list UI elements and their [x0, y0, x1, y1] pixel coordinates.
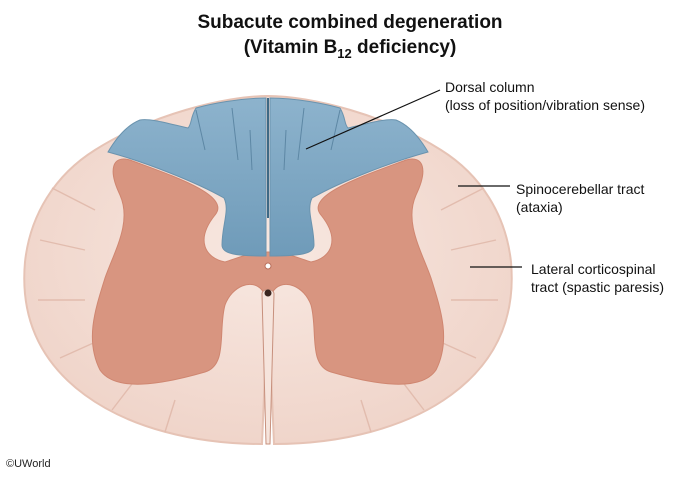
dorsal-column-left: [107, 97, 267, 257]
spinocerebellar-detail: (ataxia): [516, 199, 563, 215]
subtitle-suffix: deficiency): [351, 37, 457, 58]
spinocerebellar-name: Spinocerebellar tract: [516, 181, 645, 197]
dorsal-column-detail: (loss of position/vibration sense): [445, 97, 645, 113]
dorsal-column-septa: [195, 107, 341, 171]
diagram-title: Subacute combined degeneration: [197, 12, 503, 33]
dorsal-column-leader-line: [305, 89, 441, 150]
central-canal: [264, 262, 272, 270]
dorsal-column-name: Dorsal column: [445, 79, 535, 95]
subtitle-prefix: (Vitamin B: [243, 37, 338, 58]
corticospinal-detail: tract (spastic paresis): [531, 279, 665, 295]
subtitle-subscript: 12: [337, 46, 352, 61]
anterior-fissure-opening: [264, 289, 272, 297]
corticospinal-label: Lateral corticospinal tract (spastic par…: [531, 260, 664, 296]
spinocerebellar-label: Spinocerebellar tract (ataxia): [516, 180, 644, 216]
diagram-subtitle: (Vitamin B12 deficiency): [0, 37, 700, 61]
corticospinal-name: Lateral corticospinal: [531, 261, 656, 277]
anterior-median-fissure: [261, 289, 275, 445]
copyright-notice: ©UWorld: [6, 458, 51, 470]
dorsal-column-label: Dorsal column (loss of position/vibratio…: [445, 78, 645, 114]
dorsal-column-right: [269, 97, 429, 257]
white-matter-septa: [38, 187, 498, 433]
